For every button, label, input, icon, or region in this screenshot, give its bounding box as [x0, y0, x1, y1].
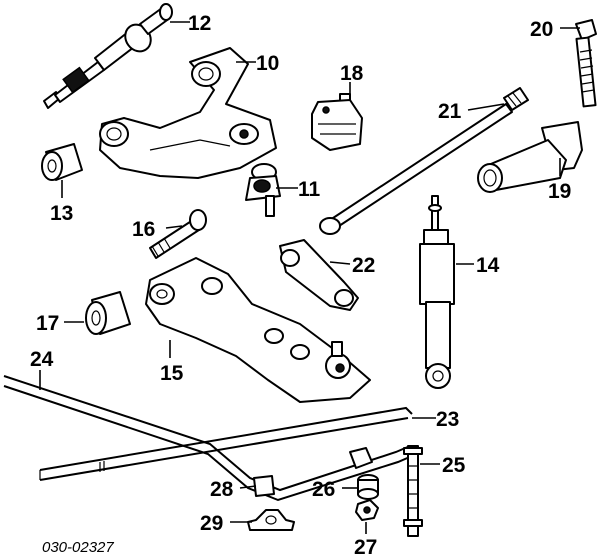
part-18-bumper-stop — [311, 93, 363, 151]
part-25-link-rod — [403, 445, 423, 537]
part-29-bracket — [247, 509, 295, 531]
part-12-upper-arm-shaft — [43, 3, 173, 109]
part-28-bushing — [253, 475, 275, 497]
callout-27: 27 — [354, 536, 377, 558]
callout-22: 22 — [352, 254, 375, 277]
callout-15: 15 — [160, 362, 184, 385]
part-21-strut-rod — [319, 87, 529, 235]
callout-29: 29 — [200, 512, 223, 535]
part-10-upper-control-arm — [99, 47, 277, 179]
part-16-bolt — [149, 209, 207, 259]
part-14-shock-absorber — [419, 195, 455, 389]
callout-25: 25 — [442, 454, 466, 477]
part-13-bushing — [41, 143, 83, 181]
part-27-nut — [355, 499, 379, 521]
callout-26: 26 — [312, 478, 335, 501]
callout-10: 10 — [256, 52, 279, 75]
part-26-bushing — [357, 474, 379, 500]
part-20-bolt — [575, 19, 597, 108]
callout-12: 12 — [188, 12, 211, 35]
part-19-cover — [477, 121, 583, 193]
callout-14: 14 — [476, 254, 500, 277]
part-23-stabilizer-link-bar — [39, 406, 413, 481]
part-15-lower-control-arm — [145, 257, 371, 403]
callout-23: 23 — [436, 408, 459, 431]
callout-11: 11 — [298, 178, 321, 201]
callout-18: 18 — [340, 62, 364, 85]
callout-20: 20 — [530, 18, 553, 41]
callout-13: 13 — [50, 202, 73, 225]
callout-21: 21 — [438, 100, 462, 123]
part-11-ball-joint — [245, 163, 281, 217]
callout-16: 16 — [132, 218, 155, 241]
callout-19: 19 — [548, 180, 571, 203]
leader-lines — [39, 21, 580, 534]
callout-28: 28 — [210, 478, 234, 501]
part-17-bushing — [85, 291, 131, 335]
callout-labels: 12 10 20 18 21 11 13 19 16 22 14 17 24 1… — [30, 12, 571, 558]
document-number: 030-02327 — [42, 539, 114, 556]
callout-17: 17 — [36, 312, 59, 335]
callout-24: 24 — [30, 348, 54, 371]
part-22-link — [279, 239, 359, 311]
